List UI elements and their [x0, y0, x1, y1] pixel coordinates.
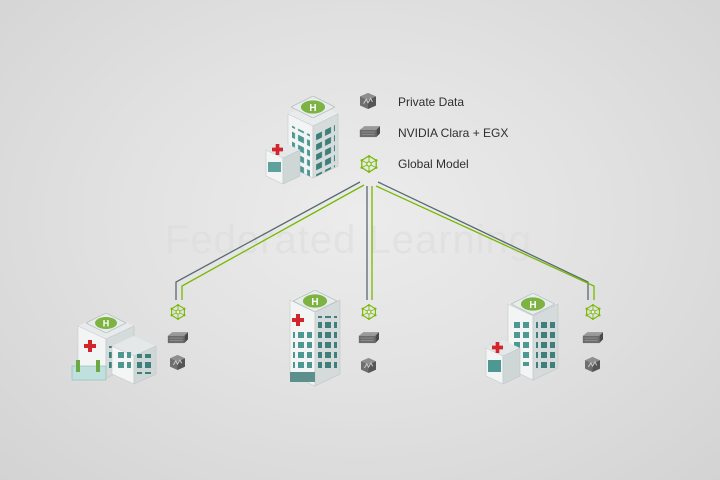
private-data-icon: [360, 93, 376, 109]
hospital-left-building: [71, 313, 157, 385]
legend-label-private-data: Private Data: [398, 95, 465, 109]
link-right-green: [375, 185, 595, 300]
global-model-icon: [360, 155, 378, 173]
hospital-center-node-icons: [358, 304, 379, 373]
hospital-left-node-icons: [167, 304, 188, 370]
central-hospital-building: [265, 96, 339, 185]
legend-icons: [359, 93, 380, 173]
clara-egx-server-icon: [359, 126, 380, 138]
link-right-gray: [377, 181, 589, 300]
hospital-right-building: [485, 292, 559, 385]
link-left-gray: [175, 181, 361, 300]
legend-label-global-model: Global Model: [398, 157, 469, 171]
connection-lines: [175, 181, 595, 300]
hospital-center-building: [289, 288, 341, 387]
legend-label-clara-egx: NVIDIA Clara + EGX: [398, 126, 509, 140]
link-left-green: [181, 184, 365, 300]
hospital-right-node-icons: [582, 304, 603, 372]
